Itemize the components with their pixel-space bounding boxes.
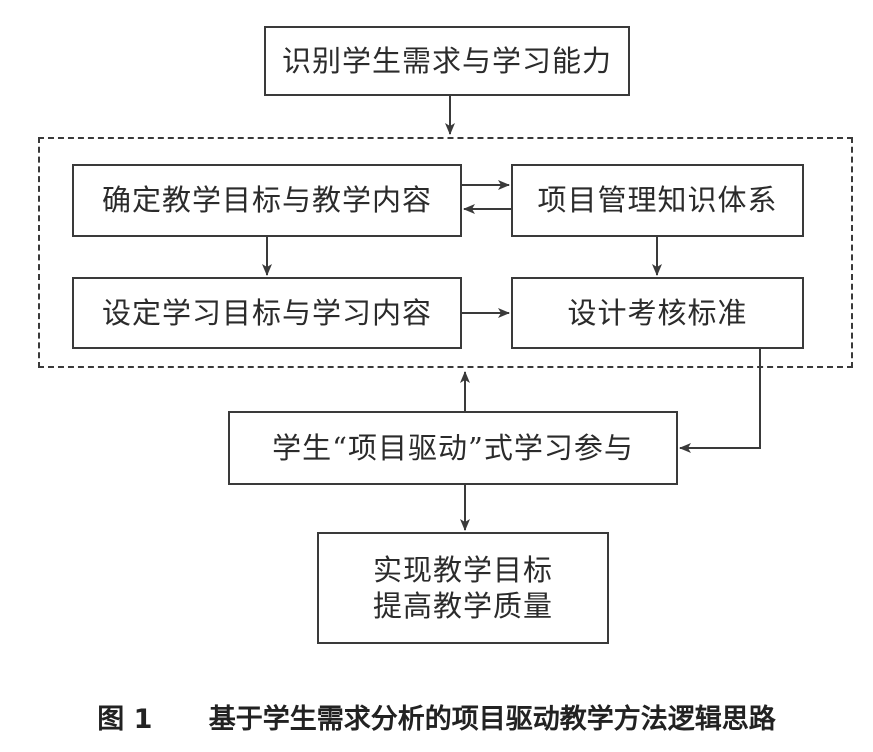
node-outcome: 实现教学目标 提高教学质量 [317,532,609,644]
figure-caption-text: 基于学生需求分析的项目驱动教学方法逻辑思路 [208,704,776,735]
node-outcome-line1: 实现教学目标 [372,552,553,587]
dashed-group-frame [38,137,853,368]
node-participation: 学生“项目驱动”式学习参与 [228,411,678,485]
node-pm-knowledge: 项目管理知识体系 [511,164,804,237]
node-assessment: 设计考核标准 [511,277,804,349]
node-identify-needs-label: 识别学生需求与学习能力 [281,43,612,78]
node-participation-label: 学生“项目驱动”式学习参与 [272,430,634,465]
figure-caption: 图 1 基于学生需求分析的项目驱动教学方法逻辑思路 [0,697,873,736]
node-identify-needs: 识别学生需求与学习能力 [264,26,630,96]
node-assessment-label: 设计考核标准 [567,295,748,330]
figure-caption-label: 图 1 [97,704,153,735]
node-pm-knowledge-label: 项目管理知识体系 [537,183,778,218]
arrow-assessment-to-participation [679,349,761,453]
node-teaching-goal-label: 确定教学目标与教学内容 [101,183,432,218]
node-learning-goal: 设定学习目标与学习内容 [72,277,462,349]
node-outcome-text: 实现教学目标 提高教学质量 [373,552,553,625]
node-learning-goal-label: 设定学习目标与学习内容 [101,295,432,330]
node-outcome-line2: 提高教学质量 [372,589,553,623]
node-teaching-goal: 确定教学目标与教学内容 [72,164,462,237]
